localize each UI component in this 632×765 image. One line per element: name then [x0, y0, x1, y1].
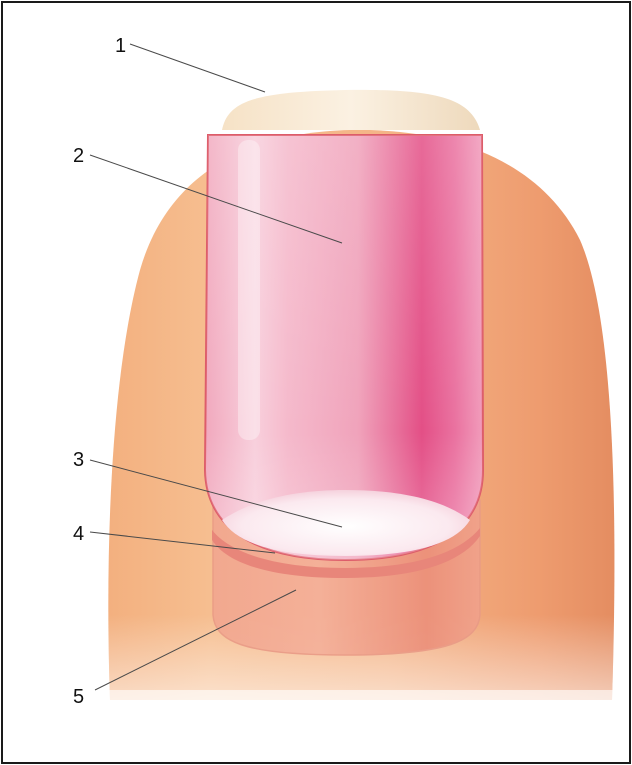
nail-highlight	[238, 140, 260, 440]
label-1: 1	[115, 35, 126, 57]
finger-bottom-fade	[4, 690, 628, 761]
label-2: 2	[73, 145, 84, 167]
label-5: 5	[73, 686, 84, 708]
label-3: 3	[73, 449, 84, 471]
label-4: 4	[73, 523, 84, 545]
